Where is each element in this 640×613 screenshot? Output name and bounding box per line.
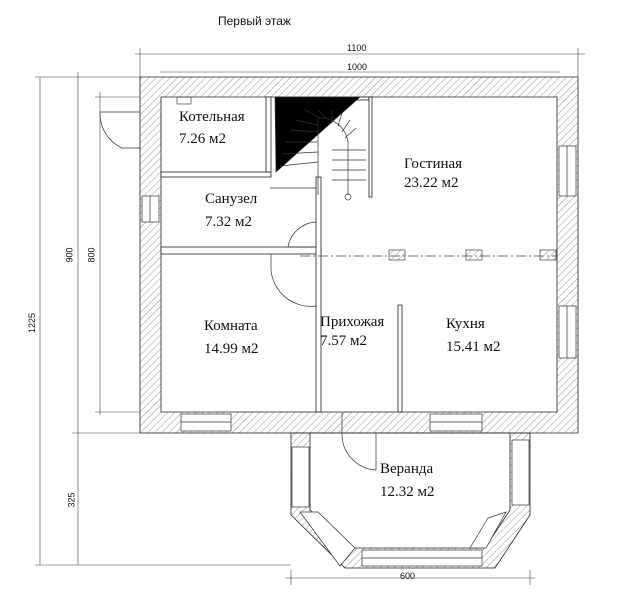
door-room xyxy=(270,254,317,307)
room-bath-area: 7.32 м2 xyxy=(205,214,252,230)
plan-title: Первый этаж xyxy=(218,14,291,28)
room-bedroom-name: Комната xyxy=(204,318,258,334)
wall-hall-left xyxy=(315,176,322,413)
dim-left-900: 900 xyxy=(64,247,75,263)
outer-walls xyxy=(139,76,579,569)
window-veranda-left xyxy=(291,446,310,508)
wall-boiler-bath xyxy=(160,171,272,178)
window-bottom-room xyxy=(180,413,232,432)
window-veranda-diag-right xyxy=(469,511,507,549)
wall-bath-room xyxy=(160,246,322,255)
room-bath-name: Санузел xyxy=(205,191,258,207)
dimension-lines xyxy=(35,48,585,585)
dim-left-800: 800 xyxy=(86,247,97,263)
windows xyxy=(141,145,577,567)
door-bath xyxy=(287,221,317,248)
room-boiler-area: 7.26 м2 xyxy=(179,131,226,147)
dim-left-325: 325 xyxy=(66,492,77,508)
dim-top-inner: 1000 xyxy=(347,62,368,72)
room-kitchen-area: 15.41 м2 xyxy=(446,339,501,355)
stair-landing xyxy=(274,96,361,173)
door-boiler-outer xyxy=(99,111,140,149)
dim-bottom-600: 600 xyxy=(400,571,416,581)
room-bedroom-area: 14.99 м2 xyxy=(204,341,259,357)
room-boiler-name: Котельная xyxy=(179,109,245,125)
room-veranda-area: 12.32 м2 xyxy=(380,484,435,500)
room-living-area: 23.22 м2 xyxy=(404,175,459,191)
window-veranda-right xyxy=(511,439,530,506)
window-bottom-kitchen xyxy=(429,413,483,432)
staircase xyxy=(270,96,366,201)
wall-hall-right xyxy=(397,304,403,413)
room-hall-name: Прихожая xyxy=(320,314,385,330)
room-hall-area: 7.57 м2 xyxy=(320,333,367,349)
window-right-bottom xyxy=(558,305,577,359)
room-kitchen-name: Кухня xyxy=(446,316,485,332)
dim-top-outer: 1100 xyxy=(347,43,367,53)
room-veranda-name: Веранда xyxy=(380,461,434,477)
wall-stair-right xyxy=(368,96,373,198)
window-left xyxy=(141,195,160,223)
room-living-name: Гостиная xyxy=(404,156,463,172)
wall-boiler-right xyxy=(265,96,272,173)
door-veranda xyxy=(341,412,377,471)
window-veranda-diag-left xyxy=(299,511,356,567)
beam-line xyxy=(176,96,557,261)
window-right-top xyxy=(558,145,577,197)
main-walls xyxy=(139,76,579,434)
dim-left-1225: 1225 xyxy=(27,312,38,334)
